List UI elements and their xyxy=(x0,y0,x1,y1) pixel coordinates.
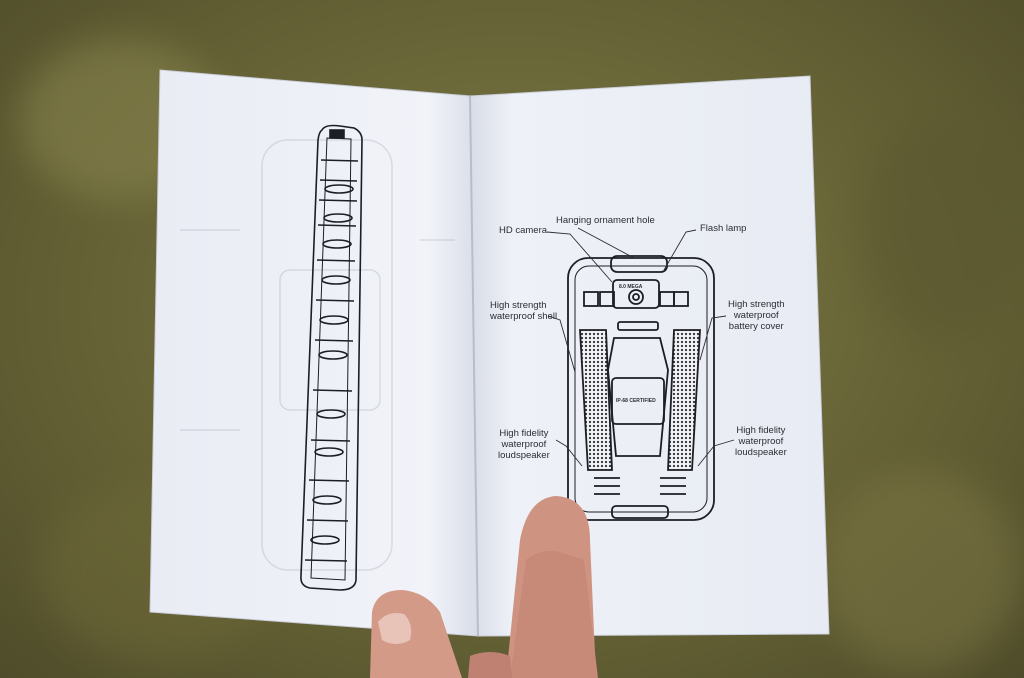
left-loudspeaker-line-1: High fidelity xyxy=(499,428,549,439)
battery-cover-label: High strength waterproof battery cover xyxy=(728,299,785,332)
right-loudspeaker-line-2: waterproof xyxy=(738,436,784,447)
phone-back-view-drawing xyxy=(567,255,715,521)
left-page xyxy=(149,69,479,637)
hanging-ornament-hole-label: Hanging ornament hole xyxy=(556,215,655,226)
book-spine xyxy=(469,95,479,637)
waterproof-shell-line-2: waterproof shell xyxy=(490,311,558,322)
waterproof-shell-line-1: High strength xyxy=(490,300,547,311)
thumb-and-fingers xyxy=(370,496,598,678)
flash-lamp-label: Flash lamp xyxy=(700,223,747,234)
right-loudspeaker-line-1: High fidelity xyxy=(736,425,786,436)
waterproof-shell-label: High strength waterproof shell xyxy=(490,300,557,322)
battery-cover-line-1: High strength xyxy=(728,299,785,310)
phone-side-view-drawing xyxy=(300,124,363,591)
certification-badge-text: IP-68 CERTIFIED xyxy=(616,398,656,404)
left-loudspeaker-line-3: loudspeaker xyxy=(498,450,550,461)
right-loudspeaker-line-3: loudspeaker xyxy=(735,447,787,458)
hd-camera-label: HD camera xyxy=(499,225,548,236)
left-loudspeaker-label: High fidelity waterproof loudspeaker xyxy=(498,428,550,461)
left-loudspeaker-line-2: waterproof xyxy=(501,439,547,450)
camera-badge-text: 8.0 MEGA xyxy=(619,284,643,290)
battery-cover-line-2: waterproof xyxy=(733,310,779,321)
callout-leader-lines xyxy=(546,227,735,467)
battery-cover-line-3: battery cover xyxy=(728,321,784,332)
right-loudspeaker-label: High fidelity waterproof loudspeaker xyxy=(735,425,787,458)
